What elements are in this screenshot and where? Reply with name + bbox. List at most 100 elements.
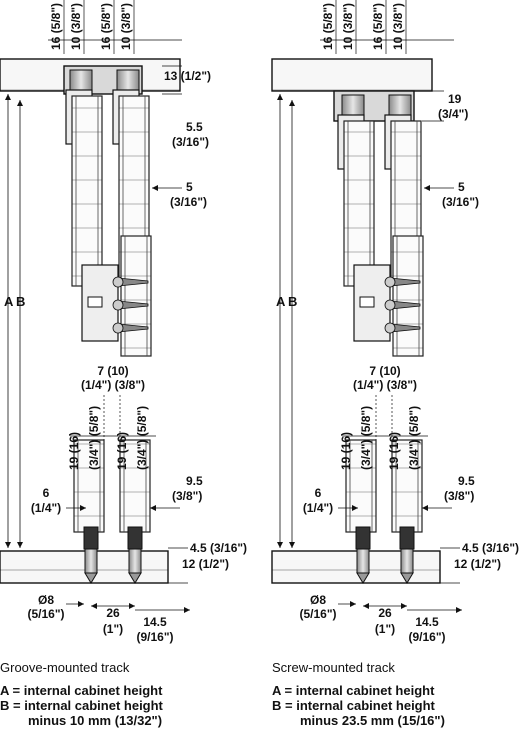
- screw-legend-b2: minus 23.5 mm (15/16"): [300, 713, 445, 728]
- guide-pin-holder-2: [127, 526, 143, 550]
- arrowhead: [80, 505, 86, 511]
- guide-pin-2: [400, 548, 414, 574]
- cabinet-bottom-board: [0, 550, 169, 584]
- cabinet-bottom-board: [271, 550, 441, 584]
- arrowhead: [17, 542, 23, 548]
- pin-spacing-label: 26: [106, 606, 120, 620]
- groove-title: Groove-mounted track: [0, 660, 130, 675]
- arrowhead: [350, 601, 356, 607]
- pin-spacing-label: (1"): [375, 622, 395, 636]
- door-lower-rear: [119, 439, 151, 533]
- rail-depth-label: (9/16"): [136, 630, 173, 644]
- guide-pin-tip-2: [128, 572, 142, 584]
- screw-legend-b1: B = internal cabinet height: [272, 698, 435, 713]
- screw-legend-a: A = internal cabinet height: [272, 683, 435, 698]
- hanger-offset-label: (3/16"): [172, 135, 209, 149]
- screw-title: Screw-mounted track: [272, 660, 395, 675]
- mid-pair-label: 7 (10): [97, 364, 128, 378]
- top-dimension-label-3: 16 (5/8"): [99, 3, 113, 50]
- cabinet-top-board: [271, 58, 433, 92]
- top-dimension-label-1: 16 (5/8"): [49, 3, 63, 50]
- screw-head-1: [384, 276, 396, 288]
- guide-pin-holder-1: [355, 526, 371, 550]
- lower-dimension-label-4: (3/4") (5/8"): [135, 406, 149, 470]
- guide-offset-label: 9.5: [458, 474, 475, 488]
- lower-dimension-label-3: 19 (16): [115, 432, 129, 470]
- top-dimension-label-2: 10 (3/8"): [341, 3, 355, 50]
- top-rail-height-label: 13 (1/2"): [164, 69, 211, 83]
- roller-2: [388, 94, 412, 116]
- groove-legend-b2: minus 10 mm (13/32"): [28, 713, 163, 728]
- door-gap-label: (3/16"): [442, 195, 479, 209]
- groove-legend-b1: B = internal cabinet height: [0, 698, 163, 713]
- top-dimension-label-1: 16 (5/8"): [321, 3, 335, 50]
- arrowhead: [150, 505, 156, 511]
- roller-1: [341, 94, 365, 116]
- arrowhead: [422, 505, 428, 511]
- bottom-gap-label: 4.5 (3/16"): [190, 541, 247, 555]
- arrowhead: [424, 185, 430, 191]
- arrowhead: [352, 505, 358, 511]
- height-a-label: A: [276, 294, 286, 309]
- door-middle-rear: [392, 235, 424, 357]
- top-dimension-label-3: 16 (5/8"): [371, 3, 385, 50]
- roller-2: [116, 69, 140, 91]
- pin-diameter-label: Ø8: [310, 593, 326, 607]
- lower-dimension-label-1: 19 (16): [339, 432, 353, 470]
- guide-pin-1: [356, 548, 370, 574]
- height-b-label: B: [288, 294, 297, 309]
- lower-dimension-label-2: (3/4") (5/8"): [87, 406, 101, 470]
- wall-block-slot: [359, 296, 375, 308]
- screw-head-2: [112, 299, 124, 311]
- rail-depth-label: 14.5: [415, 615, 439, 629]
- lower-dimension-label-3: 19 (16): [387, 432, 401, 470]
- door-gap-label: 5: [458, 180, 465, 194]
- groove-legend: A = internal cabinet height B = internal…: [0, 683, 163, 728]
- screw-legend: A = internal cabinet height B = internal…: [272, 683, 445, 728]
- guide-pin-2: [128, 548, 142, 574]
- top-rail-height-label: (3/4"): [438, 107, 468, 121]
- height-b-label: B: [16, 294, 25, 309]
- arrowhead: [401, 603, 407, 609]
- lower-dimension-label-1: 19 (16): [67, 432, 81, 470]
- door-upper-front: [71, 95, 103, 287]
- arrowhead: [289, 100, 295, 106]
- guide-offset-label: 9.5: [186, 474, 203, 488]
- arrowhead: [91, 603, 97, 609]
- screw-head-2: [384, 299, 396, 311]
- guide-offset-label: (3/8"): [172, 489, 202, 503]
- guide-pin-label: 6: [315, 486, 322, 500]
- guide-pin-tip-1: [84, 572, 98, 584]
- screw-head-3: [112, 322, 124, 334]
- pin-spacing-label: 26: [378, 606, 392, 620]
- top-dimension-label-4: 10 (3/8"): [391, 3, 405, 50]
- screw-caption: Screw-mounted track: [272, 660, 395, 675]
- arrowhead: [363, 603, 369, 609]
- arrowhead: [277, 542, 283, 548]
- door-gap-label: (3/16"): [170, 195, 207, 209]
- lower-dimension-label-2: (3/4") (5/8"): [359, 406, 373, 470]
- bottom-rail-label: 12 (1/2"): [454, 557, 501, 571]
- guide-offset-label: (3/8"): [444, 489, 474, 503]
- top-dimension-label-4: 10 (3/8"): [119, 3, 133, 50]
- screw-head-3: [384, 322, 396, 334]
- guide-pin-tip-1: [356, 572, 370, 584]
- height-a-label: A: [4, 294, 14, 309]
- lower-dimension-label-4: (3/4") (5/8"): [407, 406, 421, 470]
- pin-diameter-label: Ø8: [38, 593, 54, 607]
- arrowhead: [456, 607, 462, 613]
- bottom-gap-label: 4.5 (3/16"): [462, 541, 519, 555]
- pin-spacing-label: (1"): [103, 622, 123, 636]
- groove-legend-a: A = internal cabinet height: [0, 683, 163, 698]
- groove-caption: Groove-mounted track: [0, 660, 129, 675]
- arrowhead: [277, 94, 283, 100]
- bottom-rail-label: 12 (1/2"): [182, 557, 229, 571]
- hanger-offset-label: 5.5: [186, 120, 203, 134]
- arrowhead: [184, 607, 190, 613]
- arrowhead: [17, 100, 23, 106]
- arrowhead: [289, 542, 295, 548]
- guide-pin-label: 6: [43, 486, 50, 500]
